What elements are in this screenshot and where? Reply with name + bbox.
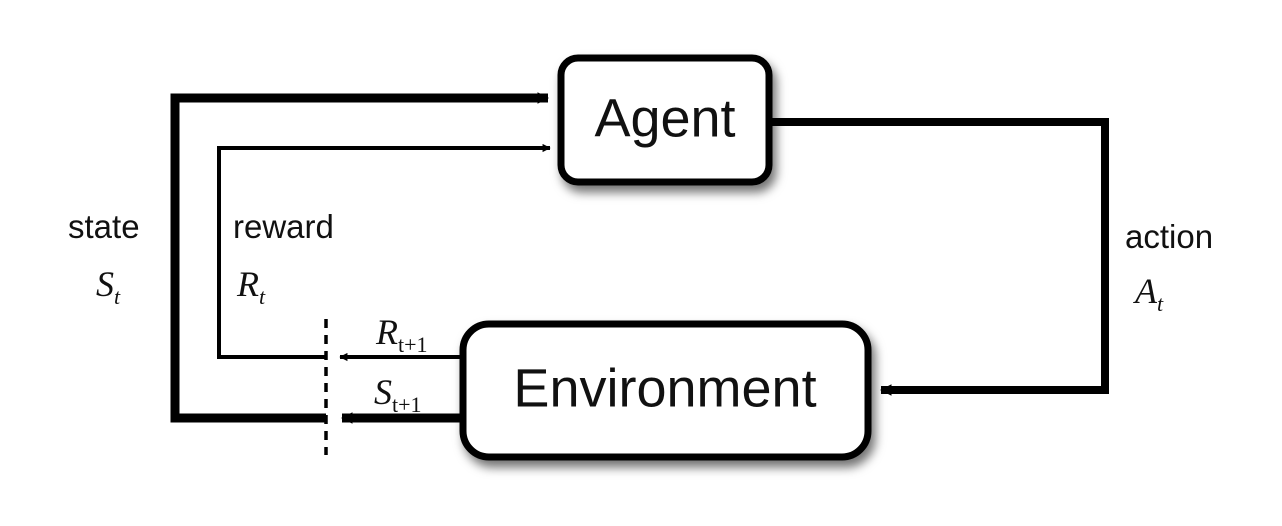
edge-reward-path [217, 143, 551, 359]
agent-box[interactable] [557, 54, 773, 186]
edge-label-next-reward: Rt+1 [375, 312, 428, 357]
edge-label-action: action At [1125, 218, 1213, 316]
environment-label: Environment [513, 358, 816, 418]
environment-node[interactable]: Environment [459, 320, 872, 461]
edge-label-next-state: St+1 [374, 372, 422, 417]
action-word-label: action [1125, 218, 1213, 255]
agent-node[interactable]: Agent [557, 54, 773, 186]
state-symbol-label: St [96, 264, 121, 309]
next-reward-symbol-label: Rt+1 [375, 312, 428, 357]
state-word-label: state [68, 208, 140, 245]
next-state-symbol-label: St+1 [374, 372, 422, 417]
agent-label: Agent [594, 88, 735, 148]
action-symbol-label: At [1133, 271, 1164, 316]
edge-label-reward: reward Rt [233, 208, 334, 309]
edge-action-path [768, 118, 1109, 396]
reward-word-label: reward [233, 208, 334, 245]
reward-symbol-label: Rt [236, 264, 266, 309]
edge-label-state: state St [68, 208, 140, 309]
edge-state-path [170, 92, 549, 423]
environment-box[interactable] [459, 320, 872, 461]
